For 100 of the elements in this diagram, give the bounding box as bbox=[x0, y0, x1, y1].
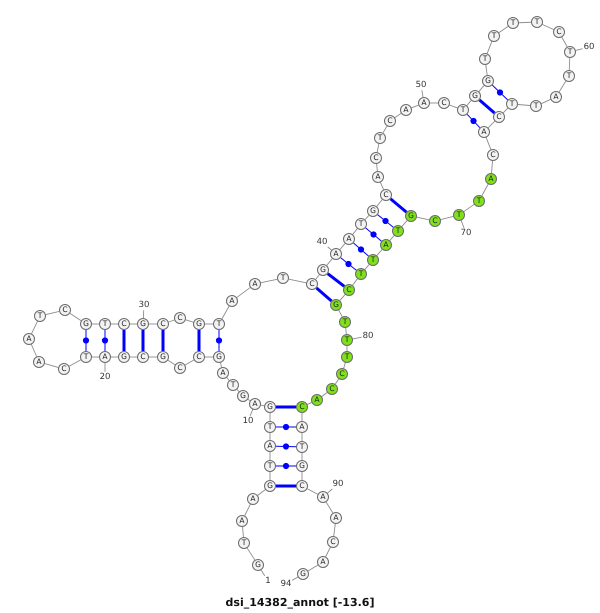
backbone-line bbox=[498, 26, 508, 34]
position-number: 10 bbox=[242, 416, 254, 426]
diagram-title: dsi_14382_annot [-13.6] bbox=[226, 597, 374, 610]
base-pair-line bbox=[492, 84, 508, 100]
backbone-line bbox=[338, 310, 343, 318]
leader-line bbox=[104, 362, 106, 372]
backbone-line bbox=[31, 320, 38, 334]
backbone-line bbox=[518, 22, 532, 24]
leader-line bbox=[142, 310, 144, 318]
backbone-line bbox=[541, 99, 551, 104]
position-number: 80 bbox=[362, 332, 374, 340]
base-pair-line bbox=[365, 227, 382, 242]
backbone-line bbox=[44, 363, 59, 368]
backbone-line bbox=[518, 104, 530, 106]
backbone-line bbox=[306, 488, 318, 495]
backbone-line bbox=[542, 24, 554, 30]
backbone-line bbox=[389, 235, 395, 241]
position-number: 70 bbox=[460, 228, 472, 238]
backbone-line bbox=[352, 228, 358, 235]
backbone-line bbox=[561, 36, 568, 48]
backbone-line bbox=[321, 392, 328, 397]
position-number: 90 bbox=[332, 480, 344, 488]
base-pair-line bbox=[276, 424, 296, 430]
leader-line bbox=[327, 488, 333, 494]
backbone-line bbox=[30, 344, 38, 357]
leader-line bbox=[460, 220, 464, 228]
base-pair-line bbox=[276, 484, 296, 488]
position-number: 40 bbox=[316, 238, 328, 246]
backbone-line bbox=[168, 360, 176, 366]
position-number: 94 bbox=[280, 580, 292, 588]
backbone-line bbox=[449, 104, 458, 108]
backbone-line bbox=[502, 108, 508, 114]
backbone-line bbox=[326, 502, 334, 514]
backbone-line bbox=[222, 306, 230, 320]
backbone-line bbox=[236, 389, 240, 392]
backbone-line bbox=[326, 258, 333, 266]
backbone-line bbox=[346, 346, 348, 352]
backbone-line bbox=[315, 274, 320, 280]
base-pair-line bbox=[276, 406, 296, 408]
base-pair-line bbox=[377, 214, 394, 228]
backbone-line bbox=[430, 102, 438, 104]
backbone-line bbox=[411, 104, 419, 108]
backbone-line bbox=[568, 58, 570, 70]
base-pair-line bbox=[142, 330, 144, 351]
backbone-line bbox=[130, 356, 138, 358]
backbone-line bbox=[343, 362, 346, 369]
backbone-line bbox=[244, 504, 251, 516]
backbone-line bbox=[68, 359, 82, 367]
position-number: 60 bbox=[584, 42, 594, 52]
backbone-line bbox=[463, 204, 475, 212]
base-pair-line bbox=[82, 330, 90, 352]
backbone-line bbox=[185, 319, 194, 323]
backbone-line bbox=[45, 310, 60, 316]
base-pair-line bbox=[326, 272, 346, 288]
position-number: 1 bbox=[265, 576, 271, 586]
backbone-line bbox=[308, 564, 318, 572]
backbone-line bbox=[184, 360, 194, 366]
backbone-line bbox=[491, 160, 493, 174]
backbone-line bbox=[242, 526, 244, 538]
base-pair-line bbox=[390, 198, 408, 214]
base-pair-line bbox=[466, 114, 480, 128]
backbone-line bbox=[376, 199, 383, 207]
backbone-line bbox=[70, 312, 82, 322]
backbone-line bbox=[204, 356, 214, 358]
backbone-line bbox=[440, 216, 454, 220]
base-pair-line bbox=[276, 443, 296, 450]
position-number: 50 bbox=[416, 80, 426, 90]
position-number: 20 bbox=[100, 372, 110, 382]
backbone-line bbox=[325, 546, 331, 558]
backbone-line bbox=[352, 278, 358, 286]
backbone-line bbox=[92, 356, 100, 358]
base-pair-line bbox=[353, 242, 369, 257]
backbone-line bbox=[380, 182, 384, 190]
leader-line bbox=[352, 336, 362, 340]
leader-line bbox=[575, 48, 584, 51]
backbone-line bbox=[466, 100, 472, 106]
backbone-line bbox=[558, 80, 566, 92]
backbone-line bbox=[416, 216, 430, 220]
base-pair-line bbox=[316, 286, 332, 302]
base-pair-line bbox=[216, 330, 222, 352]
backbone-line bbox=[364, 264, 370, 270]
backbone-line bbox=[110, 356, 118, 358]
backbone-line bbox=[486, 41, 492, 54]
backbone-line bbox=[364, 214, 370, 220]
backbone-line bbox=[226, 377, 230, 381]
backbone-line bbox=[345, 328, 347, 334]
backbone-line bbox=[220, 362, 222, 368]
backbone-line bbox=[485, 64, 488, 76]
backbone-line bbox=[486, 137, 492, 150]
base-pair-line bbox=[276, 462, 296, 470]
leader-line bbox=[292, 576, 298, 581]
backbone-line bbox=[148, 356, 158, 358]
backbone-line bbox=[488, 120, 496, 128]
backbone-line bbox=[376, 164, 378, 172]
backbone-line bbox=[376, 143, 380, 153]
base-pair-line bbox=[102, 330, 108, 352]
leader-line bbox=[260, 570, 266, 576]
backbone-line bbox=[382, 126, 388, 134]
backbone-line bbox=[333, 524, 336, 536]
base-pair-line bbox=[122, 330, 126, 351]
